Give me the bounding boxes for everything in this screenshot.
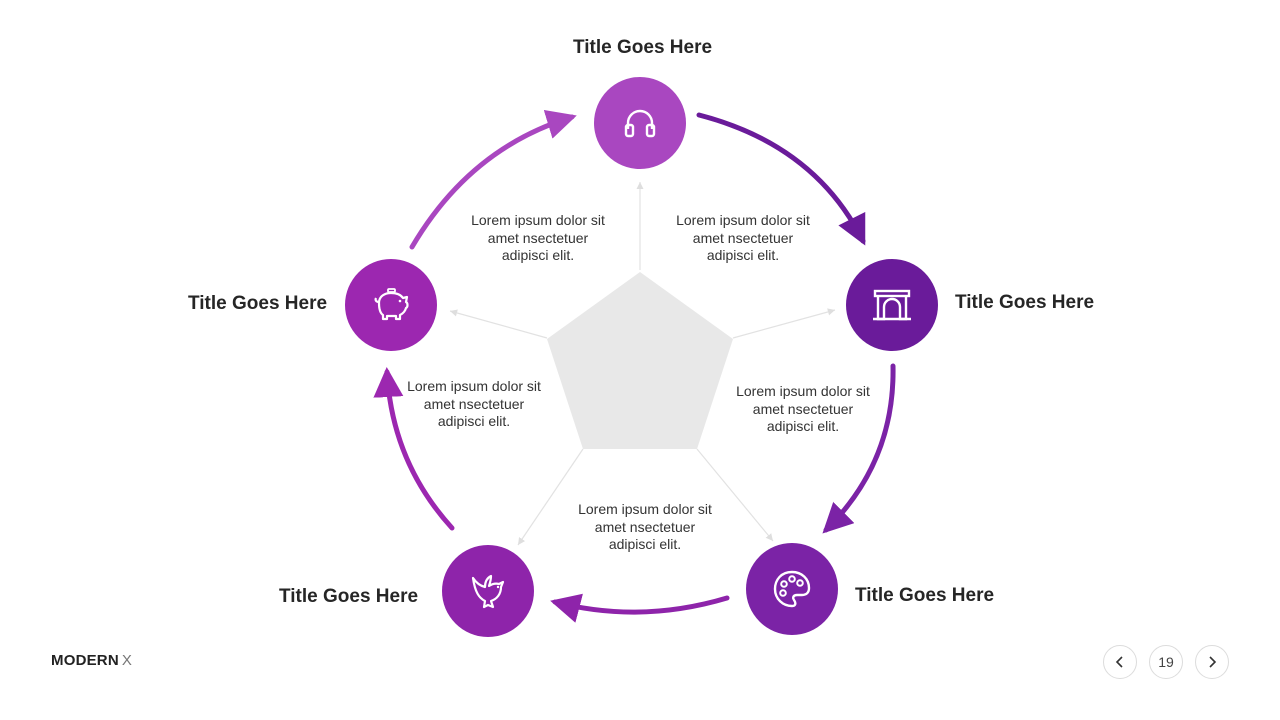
desc-top-right: Lorem ipsum dolor sit amet nsectetuer ad… — [658, 212, 828, 265]
spoke-bottom-right — [696, 448, 774, 542]
desc-line: adipisci elit. — [501, 247, 575, 263]
piggy-bank-icon — [374, 288, 409, 321]
desc-line: Lorem ipsum dolor sit — [578, 501, 712, 517]
desc-line: adipisci elit. — [706, 247, 780, 263]
desc-line: amet nsectetuer — [692, 229, 794, 246]
node-right — [846, 259, 938, 351]
spoke-left — [449, 309, 548, 339]
desc-left: Lorem ipsum dolor sit amet nsectetuer ad… — [389, 378, 559, 431]
desc-bottom: Lorem ipsum dolor sit amet nsectetuer ad… — [560, 501, 730, 554]
brand-x: X — [121, 652, 133, 669]
desc-right: Lorem ipsum dolor sit amet nsectetuer ad… — [718, 383, 888, 436]
desc-line: amet nsectetuer — [752, 400, 854, 417]
palette-icon — [773, 570, 811, 608]
title-right: Title Goes Here — [955, 292, 1095, 313]
node-bottom-left — [442, 545, 534, 637]
node-bottom-right — [746, 543, 838, 635]
desc-line: adipisci elit. — [766, 418, 840, 434]
desc-line: amet nsectetuer — [594, 518, 696, 535]
arrow-bottom-left-to-left — [373, 367, 455, 531]
desc-line: Lorem ipsum dolor sit — [471, 212, 605, 228]
center-pentagon — [547, 272, 733, 449]
arrow-bottom-right-to-bottom-left — [550, 593, 730, 623]
page-number: 19 — [1149, 645, 1183, 679]
desc-line: adipisci elit. — [608, 536, 682, 552]
title-left: Title Goes Here — [188, 293, 328, 314]
desc-line: Lorem ipsum dolor sit — [407, 378, 541, 394]
arrow-right-to-bottom-right — [822, 363, 896, 534]
chevron-left-icon — [1115, 656, 1123, 668]
arch-gate-icon — [873, 289, 911, 321]
spoke-bottom-left — [517, 448, 584, 546]
desc-line: amet nsectetuer — [423, 395, 525, 412]
chevron-right-icon — [1209, 656, 1217, 668]
next-slide-button[interactable] — [1195, 645, 1229, 679]
title-bottom-left: Title Goes Here — [279, 586, 419, 607]
desc-line: Lorem ipsum dolor sit — [736, 383, 870, 399]
desc-top-left: Lorem ipsum dolor sit amet nsectetuer ad… — [453, 212, 623, 265]
arrow-left-to-top — [409, 109, 577, 250]
brand-name: MODERN — [51, 652, 119, 669]
desc-line: adipisci elit. — [437, 413, 511, 429]
arrow-top-to-right — [696, 112, 866, 246]
spoke-right — [732, 308, 836, 339]
headphones-icon — [624, 109, 656, 138]
node-top — [594, 77, 686, 169]
desc-line: Lorem ipsum dolor sit — [676, 212, 810, 228]
prev-slide-button[interactable] — [1103, 645, 1137, 679]
title-bottom-right: Title Goes Here — [855, 585, 995, 606]
desc-line: amet nsectetuer — [487, 229, 589, 246]
node-left — [345, 259, 437, 351]
title-top: Title Goes Here — [573, 37, 713, 58]
dove-icon — [471, 574, 505, 609]
